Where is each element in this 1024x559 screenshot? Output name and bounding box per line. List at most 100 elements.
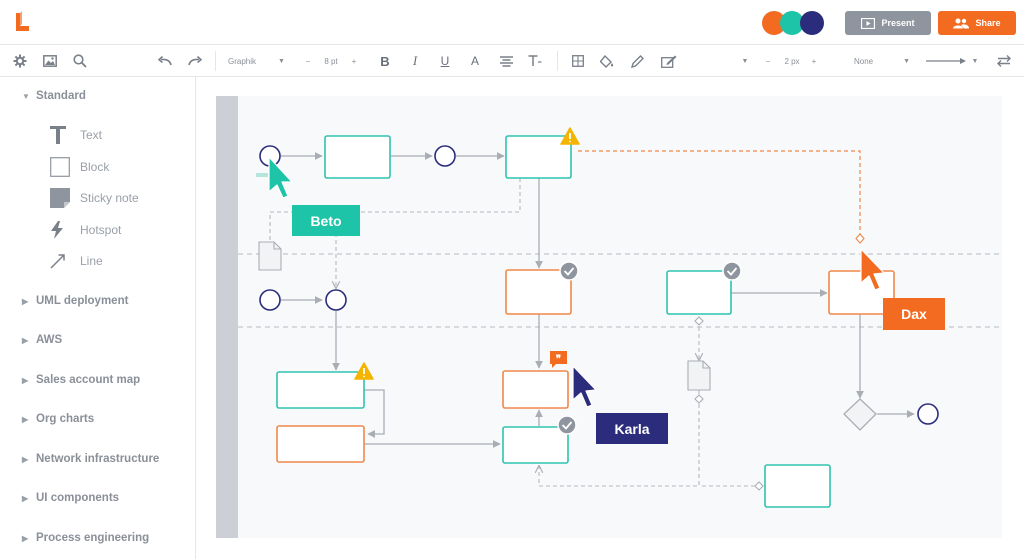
connector-endpoint-diamond (694, 394, 704, 404)
library-label: Standard (36, 90, 86, 102)
process-box[interactable] (505, 269, 572, 315)
undo-button[interactable] (155, 45, 175, 77)
process-box[interactable] (276, 425, 365, 463)
paint-bucket-icon (600, 54, 614, 68)
library-label: Sales account map (36, 374, 141, 386)
library-label: Network infrastructure (36, 453, 160, 465)
search-button[interactable] (70, 45, 90, 77)
users-icon (953, 18, 970, 28)
redo-button[interactable] (185, 45, 205, 77)
connector-endpoint-diamond (694, 316, 704, 326)
shape-text[interactable]: Text (50, 124, 102, 146)
library-process-engineering[interactable]: ▶ Process engineering (22, 530, 149, 546)
library-label: UML deployment (36, 295, 129, 307)
process-box[interactable] (505, 135, 572, 179)
shape-hotspot[interactable]: Hotspot (50, 219, 121, 241)
process-box[interactable] (276, 371, 365, 409)
highlighted-dashed-connector[interactable] (578, 150, 861, 236)
table-button[interactable] (569, 45, 587, 77)
shape-label: Sticky note (80, 191, 139, 205)
process-box[interactable] (764, 464, 831, 508)
diagram-canvas[interactable]: ❞ (196, 77, 1024, 559)
document-shape[interactable] (258, 241, 282, 271)
end-event-circle[interactable] (917, 403, 939, 425)
font-size-value[interactable]: 8 pt (324, 56, 338, 66)
shape-label: Text (80, 128, 103, 142)
image-button[interactable] (40, 45, 60, 77)
process-box[interactable] (502, 370, 569, 409)
connector[interactable] (364, 389, 385, 438)
swap-button[interactable] (994, 45, 1014, 77)
line-endpoint-select[interactable]: None ▼ (848, 45, 918, 77)
top-bar: Present Share (0, 0, 1024, 45)
dashed-connector[interactable] (539, 390, 700, 487)
font-size-increase[interactable]: + (351, 56, 357, 66)
collaborator-cursor-label: Karla (596, 413, 668, 444)
line-width-value[interactable]: 2 px (784, 56, 800, 66)
pen-icon (630, 54, 644, 68)
font-size-decrease[interactable]: − (305, 56, 311, 66)
italic-button[interactable]: I (412, 53, 418, 68)
process-box[interactable] (666, 270, 732, 315)
dashed-connector[interactable] (269, 178, 521, 240)
check-icon[interactable] (722, 261, 742, 281)
event-circle[interactable] (434, 145, 456, 167)
line-color-button[interactable] (628, 45, 646, 77)
text-options-button[interactable] (526, 45, 544, 77)
undo-icon (158, 56, 172, 66)
settings-button[interactable] (10, 45, 30, 77)
library-ui-components[interactable]: ▶ UI components (22, 490, 119, 506)
process-box[interactable] (502, 426, 569, 464)
connector-endpoint-diamond (754, 481, 764, 491)
check-icon[interactable] (557, 415, 577, 435)
shape-line[interactable]: Line (50, 250, 103, 272)
library-org-charts[interactable]: ▶ Org charts (22, 411, 94, 427)
chevron-right-icon: ▶ (22, 335, 29, 345)
align-button[interactable] (497, 45, 515, 77)
line-icon (50, 253, 80, 269)
text-color-button[interactable]: A (470, 54, 479, 68)
present-button[interactable]: Present (845, 11, 931, 35)
decision-diamond[interactable] (843, 398, 877, 431)
chevron-down-icon[interactable]: ▼ (741, 57, 749, 65)
event-circle[interactable] (325, 289, 347, 311)
collaborator-cursor-label: Dax (883, 298, 945, 330)
connector-endpoint-diamond (855, 233, 865, 244)
chevron-down-icon: ▼ (903, 57, 911, 65)
start-event-circle[interactable] (259, 289, 281, 311)
shape-library-sidebar: ▼ Standard Text Block Sticky note Hotspo… (0, 77, 196, 559)
avatar[interactable] (800, 11, 824, 35)
line-width-increase[interactable]: + (811, 56, 817, 66)
chevron-down-icon: ▼ (278, 57, 285, 65)
library-uml-deployment[interactable]: ▶ UML deployment (22, 293, 128, 309)
shape-sticky-note[interactable]: Sticky note (50, 187, 139, 209)
line-end-style-select[interactable]: ▼ (924, 45, 980, 77)
canvas-area: ❞ Beto Dax Karla (196, 77, 1024, 559)
fill-color-button[interactable] (598, 45, 616, 77)
line-width-decrease[interactable]: − (765, 56, 771, 66)
check-icon[interactable] (559, 261, 579, 281)
process-box[interactable] (324, 135, 391, 179)
shape-block[interactable]: Block (50, 156, 109, 178)
bold-button[interactable]: B (380, 53, 390, 69)
library-aws[interactable]: ▶ AWS (22, 332, 62, 348)
share-button[interactable]: Share (938, 11, 1016, 35)
lucid-logo-icon[interactable] (12, 11, 32, 33)
library-sales-account-map[interactable]: ▶ Sales account map (22, 372, 140, 388)
swimlane-header[interactable] (216, 96, 238, 538)
underline-button[interactable]: U (440, 54, 450, 68)
document-shape[interactable] (687, 360, 711, 391)
library-standard[interactable]: ▼ Standard (22, 88, 86, 104)
comment-icon[interactable]: ❞ (550, 351, 567, 368)
library-label: Process engineering (36, 532, 150, 544)
chevron-down-icon: ▼ (22, 91, 30, 101)
library-network-infrastructure[interactable]: ▶ Network infrastructure (22, 451, 159, 467)
style-button[interactable] (659, 45, 679, 77)
warning-icon[interactable] (354, 362, 374, 380)
present-label: Present (881, 18, 915, 28)
font-family-select[interactable]: Graphik ▼ (228, 45, 290, 77)
warning-icon[interactable] (560, 127, 580, 145)
text-icon (50, 126, 80, 144)
chevron-down-icon: ▼ (971, 57, 979, 65)
swap-icon (997, 55, 1011, 67)
